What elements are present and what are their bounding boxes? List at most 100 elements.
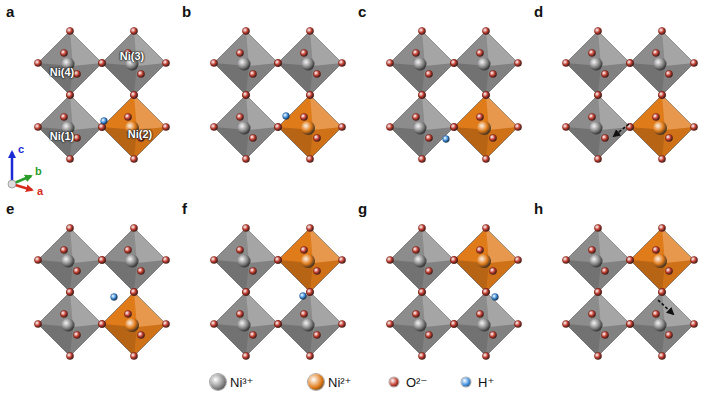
oxygen-atom bbox=[594, 288, 601, 295]
nickel-atom bbox=[301, 254, 315, 268]
oxygen-atom bbox=[98, 59, 105, 66]
octahedron-facet bbox=[422, 292, 454, 327]
oxygen-atom bbox=[418, 27, 425, 34]
oxygen-atom bbox=[482, 224, 489, 231]
nickel-atom bbox=[590, 58, 603, 71]
oxygen-atom bbox=[98, 256, 105, 263]
oxygen-atom bbox=[489, 70, 496, 77]
octahedron bbox=[454, 31, 518, 95]
octahedron-facet bbox=[310, 228, 342, 263]
octahedron bbox=[214, 228, 278, 292]
oxygen-atom bbox=[601, 267, 608, 274]
octahedron-facet bbox=[662, 324, 694, 356]
oxygen-atom bbox=[626, 256, 633, 263]
octahedron bbox=[566, 228, 630, 292]
oxygen-atom bbox=[482, 288, 489, 295]
oxygen-atom bbox=[98, 320, 105, 327]
oxygen-atom bbox=[130, 91, 137, 98]
oxygen-atom bbox=[665, 134, 672, 141]
oxygen-atom bbox=[162, 123, 169, 130]
panel-letter: c bbox=[358, 4, 366, 19]
oxygen-atom bbox=[412, 246, 419, 253]
octahedron-facet bbox=[662, 127, 694, 159]
oxygen-atom bbox=[242, 352, 249, 359]
oxygen-atom bbox=[476, 246, 483, 253]
octahedron-facet bbox=[246, 31, 278, 66]
octahedron-facet bbox=[598, 127, 630, 159]
octahedron bbox=[630, 228, 694, 292]
oxygen-atom bbox=[514, 256, 521, 263]
oxygen-atom bbox=[242, 224, 249, 231]
octahedron-facet bbox=[134, 63, 166, 95]
oxygen-atom bbox=[418, 155, 425, 162]
oxygen-atom bbox=[626, 59, 633, 66]
oxygen-atom bbox=[66, 91, 73, 98]
octahedron bbox=[278, 95, 342, 159]
nickel-atom bbox=[590, 255, 603, 268]
octahedron-facet bbox=[422, 31, 454, 66]
oxygen-atom bbox=[601, 331, 608, 338]
oxygen-atom bbox=[482, 91, 489, 98]
legend-swatch bbox=[308, 374, 324, 390]
octahedron-facet bbox=[422, 228, 454, 263]
octahedron-facet bbox=[70, 260, 102, 292]
octahedron-facet bbox=[310, 127, 342, 159]
octahedron bbox=[38, 292, 102, 356]
oxygen-atom bbox=[690, 123, 697, 130]
nickel-atom bbox=[125, 318, 139, 332]
oxygen-atom bbox=[482, 352, 489, 359]
oxygen-atom bbox=[66, 91, 73, 98]
oxygen-atom bbox=[450, 320, 457, 327]
oxygen-atom bbox=[338, 256, 345, 263]
octahedron bbox=[566, 292, 630, 356]
oxygen-atom bbox=[450, 59, 457, 66]
octahedron-facet bbox=[134, 292, 166, 327]
octahedron-facet bbox=[246, 260, 278, 292]
site-label: Ni(1) bbox=[50, 131, 74, 142]
oxygen-atom bbox=[249, 70, 256, 77]
oxygen-atom bbox=[652, 310, 659, 317]
octahedron bbox=[566, 31, 630, 95]
oxygen-atom bbox=[418, 288, 425, 295]
legend-text: H⁺ bbox=[478, 376, 494, 389]
site-label: Ni(3) bbox=[120, 51, 144, 62]
hydrogen-atom bbox=[111, 294, 118, 301]
octahedron-facet bbox=[662, 260, 694, 292]
octahedron-facet bbox=[662, 95, 694, 130]
oxygen-atom bbox=[658, 352, 665, 359]
oxygen-atom bbox=[594, 27, 601, 34]
octahedron-facet bbox=[598, 95, 630, 130]
nickel-atom bbox=[414, 122, 427, 135]
oxygen-atom bbox=[60, 310, 67, 317]
octahedron bbox=[102, 31, 166, 95]
oxygen-atom bbox=[306, 155, 313, 162]
oxygen-atom bbox=[594, 352, 601, 359]
nickel-atom bbox=[477, 254, 491, 268]
nickel-atom bbox=[302, 58, 315, 71]
nickel-atom bbox=[478, 319, 491, 332]
oxygen-atom bbox=[626, 256, 633, 263]
octahedron-facet bbox=[422, 63, 454, 95]
oxygen-atom bbox=[594, 91, 601, 98]
oxygen-atom bbox=[242, 27, 249, 34]
oxygen-atom bbox=[210, 59, 217, 66]
nickel-atom bbox=[62, 319, 75, 332]
oxygen-atom bbox=[658, 288, 665, 295]
octahedron-facet bbox=[422, 260, 454, 292]
octahedron bbox=[102, 95, 166, 159]
migration-arrow bbox=[658, 300, 673, 314]
octahedron-facet bbox=[70, 292, 102, 327]
nickel-atom bbox=[654, 58, 667, 71]
oxygen-atom bbox=[450, 256, 457, 263]
oxygen-atom bbox=[274, 123, 281, 130]
oxygen-atom bbox=[130, 155, 137, 162]
oxygen-atom bbox=[60, 49, 67, 56]
oxygen-atom bbox=[690, 59, 697, 66]
oxygen-atom bbox=[658, 155, 665, 162]
oxygen-atom bbox=[489, 267, 496, 274]
oxygen-atom bbox=[34, 59, 41, 66]
octahedron-facet bbox=[598, 292, 630, 327]
oxygen-atom bbox=[665, 70, 672, 77]
octahedron-facet bbox=[598, 228, 630, 263]
oxygen-atom bbox=[514, 320, 521, 327]
